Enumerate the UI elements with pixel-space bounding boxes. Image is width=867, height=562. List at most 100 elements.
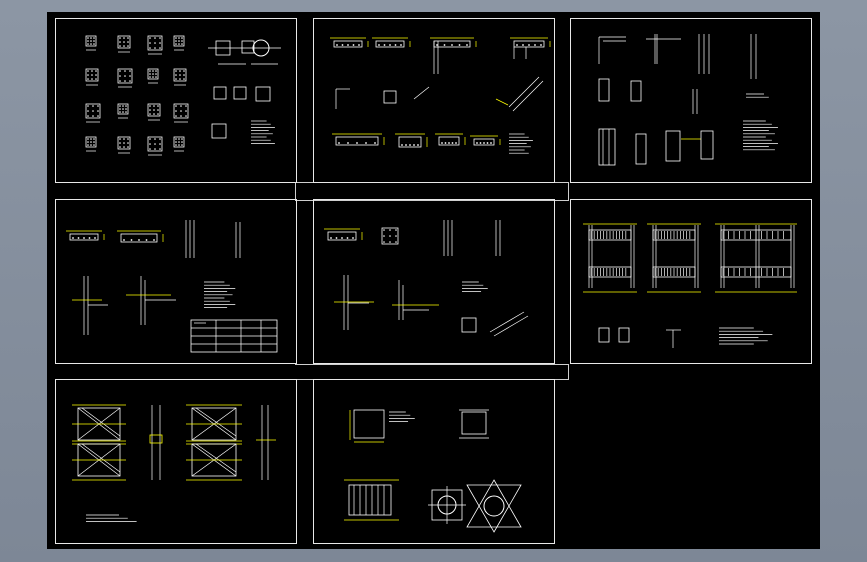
cad-entity xyxy=(87,110,89,112)
cad-entity xyxy=(455,142,457,144)
frame-elevation-sheet[interactable] xyxy=(570,199,812,364)
slab-joint-sheet[interactable] xyxy=(55,199,297,364)
cad-entity xyxy=(93,144,95,146)
cad-entity xyxy=(508,76,540,108)
cad-entity xyxy=(175,144,177,146)
cad-entity xyxy=(175,141,177,143)
cad-entity xyxy=(398,136,422,148)
cad-entity xyxy=(87,74,89,76)
cad-entity xyxy=(352,237,354,239)
cad-entity xyxy=(374,142,376,144)
cad-entity xyxy=(211,123,227,139)
cad-entity xyxy=(129,70,131,72)
cad-entity xyxy=(444,142,447,144)
cad-entity xyxy=(181,40,183,42)
cad-entity xyxy=(441,142,443,144)
cad-entity xyxy=(159,42,161,44)
layout-boundary-line xyxy=(295,364,569,365)
cad-entity xyxy=(159,138,161,140)
cad-entity xyxy=(522,44,524,46)
cad-entity xyxy=(183,70,185,72)
cad-entity xyxy=(152,76,154,78)
cad-entity xyxy=(92,110,94,112)
cad-entity xyxy=(486,142,489,144)
cad-entity xyxy=(476,142,478,144)
cad-entity xyxy=(129,75,131,77)
cad-entity xyxy=(335,237,338,239)
cad-entity xyxy=(417,144,419,146)
cad-entity xyxy=(335,136,379,146)
cad-entity xyxy=(149,76,151,78)
cad-entity xyxy=(185,110,187,112)
cad-entity xyxy=(195,443,237,473)
cad-entity xyxy=(154,42,156,44)
cad-entity xyxy=(154,37,156,39)
cad-entity xyxy=(438,136,460,146)
cad-entity xyxy=(356,142,358,144)
cad-entity xyxy=(347,142,349,144)
cad-entity xyxy=(149,70,151,72)
cad-entity xyxy=(147,103,161,117)
cad-entity xyxy=(94,237,96,239)
cad-entity xyxy=(598,327,610,343)
cad-entity xyxy=(87,105,89,107)
cad-entity xyxy=(119,105,121,107)
cad-entity xyxy=(83,237,85,239)
cad-entity xyxy=(178,138,180,140)
cad-entity xyxy=(173,35,185,47)
layout-boundary-line xyxy=(568,364,569,379)
hole-detail-sheet[interactable] xyxy=(313,379,555,544)
column-section-sheet[interactable] xyxy=(55,18,297,183)
cad-entity xyxy=(123,146,125,148)
cad-entity xyxy=(125,111,127,113)
cad-entity xyxy=(153,105,155,107)
beam-joint-sheet[interactable] xyxy=(313,199,555,364)
cad-entity xyxy=(123,142,125,144)
cad-entity xyxy=(383,90,397,104)
drawing-canvas[interactable] xyxy=(47,12,820,549)
cad-entity xyxy=(178,37,180,39)
cad-entity xyxy=(147,68,159,80)
cad-entity xyxy=(338,142,340,144)
cad-entity xyxy=(159,143,161,145)
cad-entity xyxy=(395,241,397,243)
cad-entity xyxy=(178,40,180,42)
cad-entity xyxy=(90,37,92,39)
cad-entity xyxy=(85,136,97,148)
cad-entity xyxy=(173,68,187,82)
beam-section-sheet[interactable] xyxy=(313,18,555,183)
cad-entity xyxy=(461,317,477,333)
cad-entity xyxy=(389,235,391,237)
cad-entity xyxy=(85,103,101,119)
cad-entity xyxy=(353,409,385,439)
cad-entity xyxy=(180,110,182,112)
cad-entity xyxy=(90,40,92,42)
cad-entity xyxy=(149,434,163,444)
layout-boundary-line xyxy=(295,182,296,200)
cad-entity xyxy=(383,235,385,237)
cad-entity xyxy=(93,138,95,140)
cad-entity xyxy=(87,37,89,39)
cad-entity xyxy=(124,70,126,72)
cad-entity xyxy=(255,86,271,102)
cad-entity xyxy=(117,136,131,150)
cad-entity xyxy=(127,142,129,144)
wall-detail-sheet[interactable] xyxy=(570,18,812,183)
cad-entity xyxy=(330,237,332,239)
cad-entity xyxy=(181,37,183,39)
cad-entity xyxy=(346,237,349,239)
cad-entity xyxy=(119,108,121,110)
cad-entity xyxy=(117,103,129,115)
cad-entity xyxy=(540,44,542,46)
cad-entity xyxy=(409,144,411,146)
cad-entity xyxy=(336,44,338,46)
sheet-linework xyxy=(344,409,522,533)
cad-entity xyxy=(155,70,157,72)
cad-entity xyxy=(125,105,127,107)
cad-entity xyxy=(159,148,161,150)
opening-reinforcement-sheet[interactable] xyxy=(55,379,297,544)
cad-entity xyxy=(95,78,97,80)
cad-entity xyxy=(348,484,392,516)
cad-entity xyxy=(618,327,630,343)
cad-entity xyxy=(119,75,121,77)
